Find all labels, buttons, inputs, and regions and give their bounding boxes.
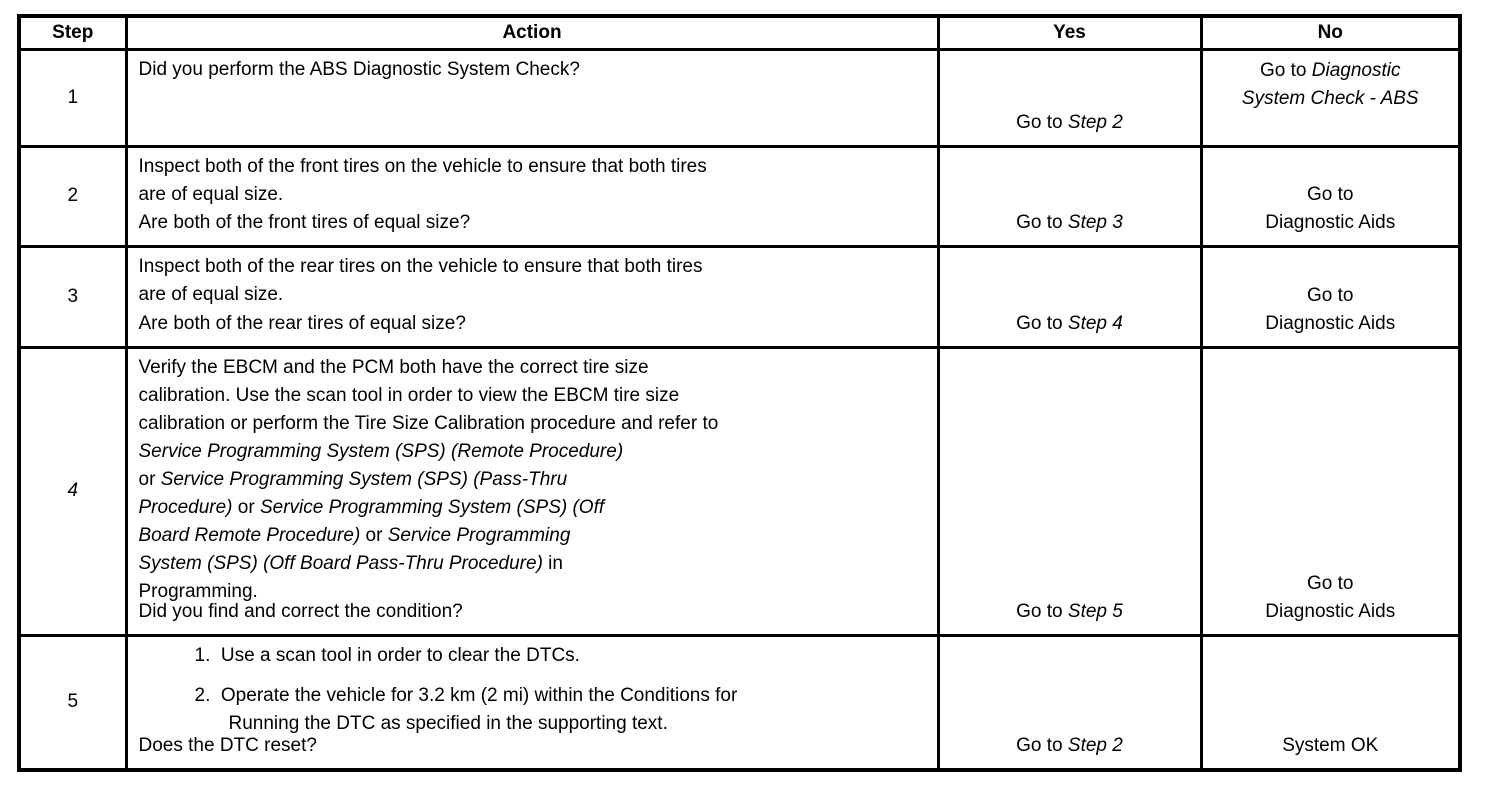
list-number: 2. <box>194 684 221 706</box>
text: Go to <box>1016 211 1068 233</box>
italic-text: Service Programming <box>387 524 571 546</box>
italic-text: Procedure) <box>138 496 233 518</box>
italic-text: System (SPS) (Off Board Pass-Thru Proced… <box>138 552 543 574</box>
action-cell: Verify the EBCM and the PCM both have th… <box>124 345 940 637</box>
step-cell: 3 <box>17 244 128 349</box>
no-cell: System OK <box>1199 633 1462 772</box>
text: calibration or perform the Tire Size Cal… <box>138 412 719 434</box>
yes-cell: Go to Step 4 <box>936 244 1203 349</box>
list-number: 1. <box>194 644 221 666</box>
yes-cell: Go to Step 2 <box>936 47 1203 148</box>
text: or <box>360 524 388 546</box>
table-row: 5 1. Use a scan tool in order to clear th… <box>17 633 1462 772</box>
diagnostic-table: Step Action Yes No 1 Did you perform the … <box>17 14 1462 772</box>
text: Go to <box>1016 312 1068 334</box>
table-header-row: Step Action Yes No <box>17 14 1462 51</box>
action-question: Does the DTC reset? <box>138 735 317 756</box>
action-question: Did you find and correct the condition? <box>138 600 463 622</box>
table-row: 3 Inspect both of the rear tires on the v… <box>17 244 1462 349</box>
table-row: 2 Inspect both of the front tires on the … <box>17 144 1462 248</box>
yes-cell: Go to Step 3 <box>936 144 1203 248</box>
table-header-step: Step <box>17 14 128 51</box>
list-item: 1. Use a scan tool in order to clear the… <box>139 642 925 670</box>
italic-text: System Check - ABS <box>1241 87 1419 109</box>
text: or <box>138 468 161 490</box>
italic-text: Step 3 <box>1067 211 1123 233</box>
italic-text: Step 2 <box>1067 111 1123 133</box>
text: Go to <box>1307 183 1354 205</box>
action-cell: 1. Use a scan tool in order to clear the… <box>124 633 940 772</box>
text: Diagnostic Aids <box>1265 312 1396 334</box>
italic-text: Step 2 <box>1067 735 1123 756</box>
text: Go to <box>1307 572 1354 594</box>
table-header-no: No <box>1199 14 1462 51</box>
text: Go to <box>1260 59 1312 81</box>
text: Diagnostic Aids <box>1265 600 1396 622</box>
list-item: 2. Operate the vehicle for 3.2 km (2 mi)… <box>139 682 925 738</box>
step-number: 5 <box>67 691 79 713</box>
text: are of equal size. <box>138 183 284 205</box>
no-cell: Go to Diagnostic Aids <box>1199 345 1462 637</box>
text: in <box>542 552 563 574</box>
italic-text: Step 5 <box>1067 600 1123 622</box>
italic-text: Board Remote Procedure) <box>138 524 361 546</box>
text: Operate the vehicle for 3.2 km (2 mi) wi… <box>220 684 738 706</box>
step-number: 3 <box>67 285 79 307</box>
text: Inspect both of the front tires on the v… <box>138 155 707 177</box>
yes-cell: Go to Step 5 <box>936 345 1203 637</box>
italic-text: Service Programming System (SPS) (Off <box>259 496 605 518</box>
action-cell: Inspect both of the rear tires on the ve… <box>124 244 940 349</box>
step-number: 4 <box>67 480 79 501</box>
step-cell: 4 <box>17 345 128 637</box>
table-header-action: Action <box>124 14 940 51</box>
action-paragraph: Inspect both of the front tires on the v… <box>139 153 925 209</box>
table-header-yes: Yes <box>936 14 1203 51</box>
yes-cell: Go to Step 2 <box>936 633 1203 772</box>
step-number: 1 <box>67 86 79 108</box>
text: Use a scan tool in order to clear the DT… <box>220 644 580 666</box>
text: Go to <box>1016 600 1068 622</box>
no-cell: Go to Diagnostic Aids <box>1199 144 1462 248</box>
no-cell: Go to Diagnostic Aids <box>1199 244 1462 349</box>
table-row: 4 Verify the EBCM and the PCM both have t… <box>17 345 1462 637</box>
table-row: 1 Did you perform the ABS Diagnostic Syst… <box>17 47 1462 148</box>
text: Verify the EBCM and the PCM both have th… <box>138 356 649 378</box>
text: or <box>232 496 260 518</box>
text: Inspect both of the rear tires on the ve… <box>138 255 703 277</box>
step-cell: 5 <box>17 633 128 772</box>
step-cell: 2 <box>17 144 128 248</box>
italic-text: Service Programming System (SPS) (Pass-T… <box>160 468 568 490</box>
text: Diagnostic Aids <box>1265 211 1396 233</box>
step-cell: 1 <box>17 47 128 148</box>
italic-text: Step 4 <box>1067 312 1123 334</box>
action-cell: Did you perform the ABS Diagnostic Syste… <box>124 47 940 148</box>
text: Programming. <box>138 580 258 602</box>
text: Go to <box>1016 735 1068 756</box>
action-paragraph: Verify the EBCM and the PCM both have th… <box>139 354 925 606</box>
text: Go to <box>1307 284 1354 306</box>
action-paragraph: Inspect both of the rear tires on the ve… <box>139 253 925 309</box>
action-paragraph: Did you perform the ABS Diagnostic Syste… <box>139 56 925 84</box>
text: Go to <box>1016 111 1068 133</box>
action-question: Are both of the front tires of equal siz… <box>138 211 471 233</box>
text: Did you perform the ABS Diagnostic Syste… <box>138 58 580 80</box>
text: Running the DTC as specified in the supp… <box>228 712 668 734</box>
action-cell: Inspect both of the front tires on the v… <box>124 144 940 248</box>
text: System OK <box>1282 735 1379 756</box>
text: calibration. Use the scan tool in order … <box>138 384 680 406</box>
step-number: 2 <box>67 185 79 206</box>
italic-text: Diagnostic <box>1311 59 1401 81</box>
text: are of equal size. <box>138 283 284 305</box>
italic-text: Service Programming System (SPS) (Remote… <box>138 440 624 462</box>
action-question: Are both of the rear tires of equal size… <box>138 312 466 334</box>
